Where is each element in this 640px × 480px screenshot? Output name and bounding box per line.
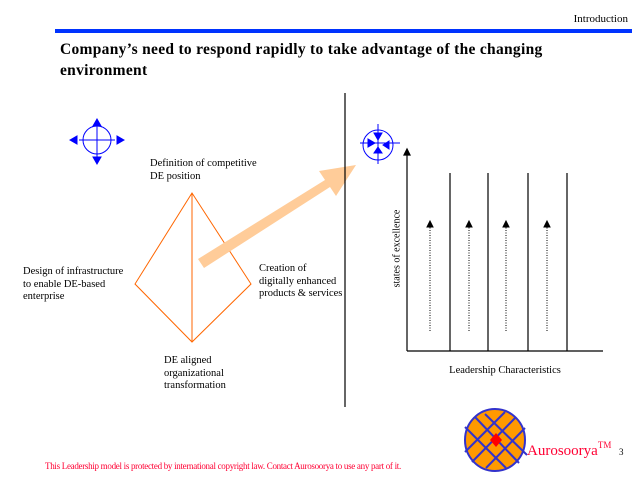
y-axis-label: states of excellence [391,209,403,288]
header-rule [55,29,632,33]
trademark: TM [597,440,612,450]
converge-arrows-icon [360,124,400,164]
left-label: Design of infrastructure to enable DE-ba… [23,266,124,302]
right-label: Creation of digitally enhanced products … [259,263,343,299]
x-axis-label: Leadership Characteristics [449,365,561,376]
transition-arrow [198,165,356,268]
diamond-shape [134,192,252,343]
excellence-arrows [426,219,551,331]
page-number: 3 [619,447,624,457]
brand-text: Aurosoorya [527,443,598,459]
copyright-notice: This Leadership model is protected by in… [45,461,401,471]
section-label: Introduction [573,13,628,25]
expand-arrows-icon [68,117,126,166]
leadership-chart [403,147,603,352]
bottom-label: DE aligned organizational transformation [164,355,226,391]
brand-name: AurosooryaTM [527,440,611,460]
aurosoorya-logo [464,408,528,472]
top-label: Definition of competitive DE position [150,158,257,182]
slide-title: Company’s need to respond rapidly to tak… [60,41,543,79]
